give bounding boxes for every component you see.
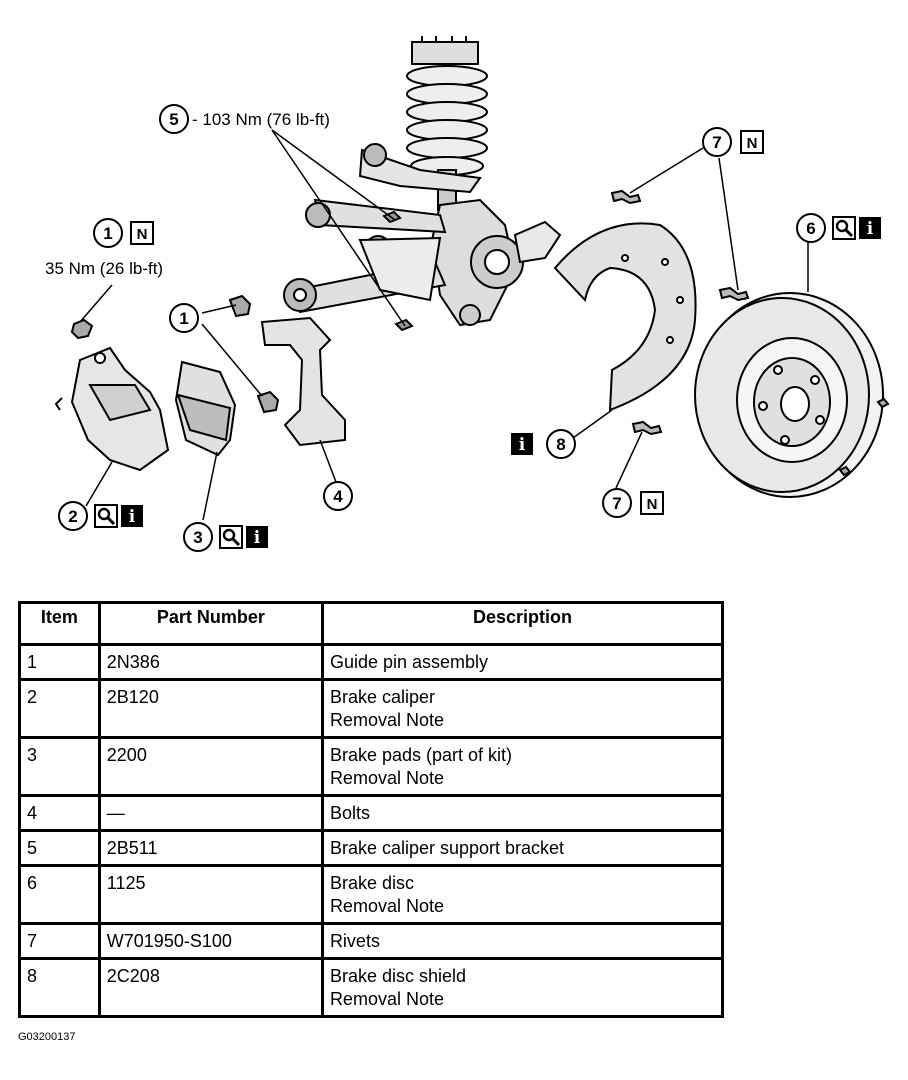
item-cell: 8	[18, 957, 101, 1018]
description-cell: Brake caliper support bracket	[320, 829, 725, 867]
callout-8: i 8	[511, 429, 576, 459]
part-number-cell: 2200	[97, 736, 324, 797]
description-text: Bolts	[329, 803, 370, 823]
brake-disc-shield	[553, 222, 697, 412]
part-number-cell: 2B511	[97, 829, 324, 867]
callout-7-bottom: 7 N	[602, 488, 664, 518]
callout-4: 4	[323, 481, 353, 511]
new-part-icon	[130, 221, 154, 245]
svg-text:7: 7	[612, 494, 621, 513]
svg-text:i: i	[519, 435, 526, 455]
new-part-icon	[740, 130, 764, 154]
item-cell: 1	[18, 643, 101, 681]
new-part-icon	[640, 491, 664, 515]
svg-text:i: i	[129, 507, 136, 527]
item-cell: 2	[18, 678, 101, 739]
table-row: 3 2200 Brake pads (part of kit) Removal N…	[18, 736, 725, 797]
header-part-number: Part Number	[97, 601, 324, 646]
info-icon	[859, 217, 881, 239]
item-cell: 6	[18, 864, 101, 925]
magnifier-icon	[218, 524, 244, 550]
description-text: Brake caliper support bracket	[329, 838, 565, 858]
item-cell: 5	[18, 829, 101, 867]
svg-text:1: 1	[179, 309, 188, 328]
item-cell: 3	[18, 736, 101, 797]
description-text: Brake disc shield	[329, 966, 467, 986]
magnifier-icon	[93, 503, 119, 529]
table-row: 5 2B511 Brake caliper support bracket	[18, 829, 725, 867]
description-cell: Brake pads (part of kit) Removal Note	[320, 736, 725, 797]
svg-text:i: i	[867, 219, 874, 239]
svg-text:6: 6	[806, 219, 815, 238]
table-header-row: Item Part Number Description	[18, 601, 725, 646]
leader-lines	[79, 129, 809, 521]
svg-text:N: N	[747, 135, 758, 152]
rivets	[610, 189, 750, 436]
header-description: Description	[320, 601, 725, 646]
callout-1-bracket: 1	[169, 303, 199, 333]
item-cell: 7	[18, 922, 101, 960]
table-row: 7 W701950-S100 Rivets	[18, 922, 725, 960]
callout-1-top: 1 N 35 Nm (26 lb-ft)	[45, 218, 163, 278]
header-item: Item	[18, 601, 101, 646]
callout-5: 5 - 103 Nm (76 lb-ft)	[159, 104, 330, 134]
svg-text:4: 4	[333, 487, 343, 506]
description-text: Guide pin assembly	[329, 652, 489, 672]
svg-text:8: 8	[556, 435, 565, 454]
brake-caliper	[54, 346, 170, 472]
caliper-support-bracket	[260, 316, 346, 447]
info-icon	[246, 526, 268, 548]
torque-spec-1: 35 Nm (26 lb-ft)	[45, 259, 163, 278]
figure-code: G03200137	[18, 1031, 76, 1043]
magnifier-icon	[831, 215, 857, 241]
removal-note-link[interactable]: Removal Note	[329, 710, 444, 730]
callout-7-top: 7 N	[702, 127, 764, 157]
svg-text:N: N	[647, 496, 658, 513]
part-number-cell: 1125	[97, 864, 324, 925]
table-row: 1 2N386 Guide pin assembly	[18, 643, 725, 681]
description-cell: Rivets	[320, 922, 725, 960]
removal-note-link[interactable]: Removal Note	[329, 768, 444, 788]
info-icon	[121, 505, 143, 527]
part-number-cell: 2B120	[97, 678, 324, 739]
guide-pin-bolts	[70, 294, 280, 414]
brake-pads	[174, 360, 237, 457]
part-number-cell: —	[97, 794, 324, 832]
svg-text:N: N	[137, 226, 148, 243]
svg-text:5: 5	[169, 110, 178, 129]
exploded-brake-diagram: 5 - 103 Nm (76 lb-ft) 1 N 35 Nm (26 lb-f…	[45, 36, 890, 552]
description-text: Brake pads (part of kit)	[329, 745, 513, 765]
item-cell: 4	[18, 794, 101, 832]
callout-2: 2 i	[58, 501, 143, 531]
description-text: Brake disc	[329, 873, 414, 893]
suspension-assembly	[283, 36, 562, 332]
removal-note-link[interactable]: Removal Note	[329, 896, 444, 916]
svg-text:i: i	[254, 528, 261, 548]
part-number-cell: 2C208	[97, 957, 324, 1018]
svg-text:1: 1	[103, 224, 112, 243]
callout-6: 6 i	[796, 213, 881, 243]
info-icon	[511, 433, 533, 455]
table-row: 4 — Bolts	[18, 794, 725, 832]
description-cell: Guide pin assembly	[320, 643, 725, 681]
part-number-cell: 2N386	[97, 643, 324, 681]
callout-3: 3 i	[183, 522, 268, 552]
brake-disc	[694, 292, 890, 498]
removal-note-link[interactable]: Removal Note	[329, 989, 444, 1009]
svg-text:2: 2	[68, 507, 77, 526]
part-number-cell: W701950-S100	[97, 922, 324, 960]
parts-table: Item Part Number Description 1 2N386 Gui…	[18, 601, 725, 1018]
svg-text:7: 7	[712, 133, 721, 152]
description-cell: Bolts	[320, 794, 725, 832]
svg-text:3: 3	[193, 528, 202, 547]
description-text: Brake caliper	[329, 687, 435, 707]
torque-spec-5: - 103 Nm (76 lb-ft)	[192, 110, 330, 129]
description-text: Rivets	[329, 931, 380, 951]
